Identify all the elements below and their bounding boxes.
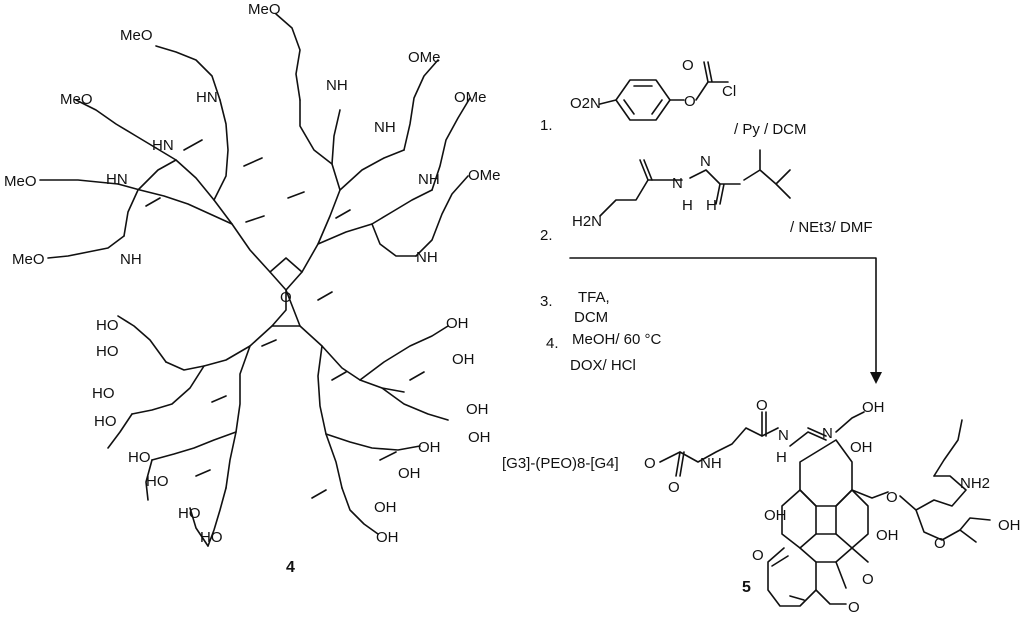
amine-group: H2N xyxy=(572,213,602,230)
compound-5-labels: [G3]-(PEO)8-[G4] O O NH O N H N OH OH OH… xyxy=(502,397,1021,616)
hydrazone-n: N xyxy=(778,427,789,444)
step-3-number: 3. xyxy=(540,293,553,310)
hydroxyl: OH xyxy=(998,517,1021,534)
hydroxyl: HO xyxy=(96,317,119,334)
hydroxyl: OH xyxy=(468,429,491,446)
hydrazide-h: H xyxy=(682,197,693,214)
peg-terminal: MeO xyxy=(248,1,281,18)
hydroxyl: HO xyxy=(146,473,169,490)
hydrazide-n: N xyxy=(672,175,683,192)
step-4-number: 4. xyxy=(546,335,559,352)
boc-oxygen: N xyxy=(700,153,711,170)
compound-5-structure xyxy=(659,411,991,607)
peg-terminal: MeO xyxy=(60,91,93,108)
carbonyl-oxygen: O xyxy=(668,479,680,496)
peg-terminal: MeO xyxy=(4,173,37,190)
quinone-oxygen: O xyxy=(752,547,764,564)
quinone-oxygen: O xyxy=(862,571,874,588)
nitro-group: O2N xyxy=(570,95,601,112)
hydroxyl: OH xyxy=(374,499,397,516)
carbonyl-oxygen: O xyxy=(682,57,694,74)
hydroxyl: OH xyxy=(446,315,469,332)
carbamate-nh: HN xyxy=(106,171,128,188)
acyl-chloride: Cl xyxy=(722,83,736,100)
step-4-line-1: MeOH/ 60 °C xyxy=(572,331,662,348)
step-4-line-2: DOX/ HCl xyxy=(570,357,636,374)
hydroxyl: OH xyxy=(862,399,885,416)
hydroxyl: OH xyxy=(452,351,475,368)
linker-nh: NH xyxy=(700,455,722,472)
step-2-number: 2. xyxy=(540,227,553,244)
hydroxyl: HO xyxy=(128,449,151,466)
hydroxyl: HO xyxy=(96,343,119,360)
compound-4-structure xyxy=(39,13,471,547)
compound-4-label: 4 xyxy=(286,559,295,576)
carbamate-nh: NH xyxy=(418,171,440,188)
carbamate-nh: NH xyxy=(374,119,396,136)
hydroxyl: HO xyxy=(178,505,201,522)
peg-terminal: OMe xyxy=(408,49,441,66)
compound-5-label: 5 xyxy=(742,579,751,596)
hydroxyl: OH xyxy=(850,439,873,456)
hydroxyl: OH xyxy=(876,527,899,544)
reagent-steps-3-4: 3. TFA, DCM 4. MeOH/ 60 °C DOX/ HCl xyxy=(540,289,662,374)
carbamate-nh: HN xyxy=(152,137,174,154)
carbamate-nh: HN xyxy=(196,89,218,106)
hydroxyl: HO xyxy=(92,385,115,402)
sugar-oxygen: O xyxy=(934,535,946,552)
hydroxyl: HO xyxy=(200,529,223,546)
hydrazone-h: H xyxy=(776,449,787,466)
hydroxyl: OH xyxy=(466,401,489,418)
peg-terminal: MeO xyxy=(120,27,153,44)
hydroxyl: OH xyxy=(418,439,441,456)
polymer-prefix: [G3]-(PEO)8-[G4] xyxy=(502,455,619,472)
carbamate-nh: NH xyxy=(326,77,348,94)
hydrazone-n: N xyxy=(822,425,833,442)
step-2-conditions: / NEt3/ DMF xyxy=(790,219,873,236)
amino-group: NH2 xyxy=(960,475,990,492)
carbamate-nh: NH xyxy=(416,249,438,266)
carbonyl-oxygen: O xyxy=(756,397,768,414)
reagent-step-1: 1. O2N O O Cl / Py / DCM xyxy=(540,57,807,138)
ester-oxygen: O xyxy=(280,289,292,306)
step-1-conditions: / Py / DCM xyxy=(734,121,807,138)
peg-terminal: OMe xyxy=(468,167,501,184)
reagent-step-2: 2. H2N N H N H / NEt3/ DMF xyxy=(540,149,873,244)
hydroxyl: OH xyxy=(398,465,421,482)
compound-4-labels: MeO MeO MeO MeO MeO OMe OMe OMe NH HN HN… xyxy=(4,1,501,576)
peg-terminal: OMe xyxy=(454,89,487,106)
methoxy-oxygen: O xyxy=(848,599,860,616)
reaction-arrow xyxy=(569,257,882,384)
carbamate-nh: NH xyxy=(120,251,142,268)
step-3-line-2: DCM xyxy=(574,309,608,326)
step-3-line-1: TFA, xyxy=(578,289,610,306)
step-1-number: 1. xyxy=(540,117,553,134)
ring-oxygen: O xyxy=(886,489,898,506)
hydroxyl: HO xyxy=(94,413,117,430)
ester-oxygen: O xyxy=(684,93,696,110)
hydroxyl: OH xyxy=(764,507,787,524)
linker-oxygen: O xyxy=(644,455,656,472)
peg-terminal: MeO xyxy=(12,251,45,268)
boc-n: H xyxy=(706,197,717,214)
hydroxyl: OH xyxy=(376,529,399,546)
